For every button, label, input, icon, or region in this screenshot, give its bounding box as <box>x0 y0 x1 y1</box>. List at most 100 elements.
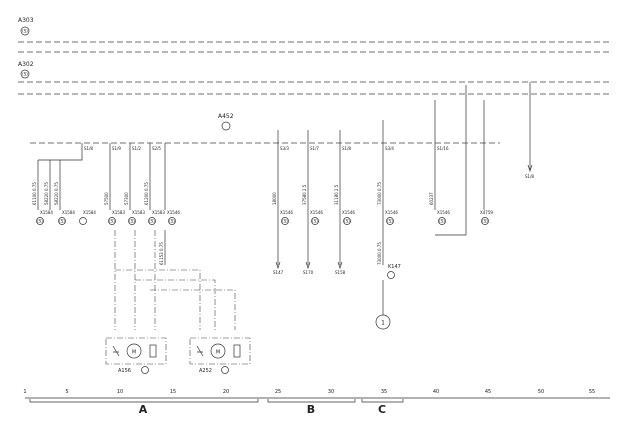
svg-text:40: 40 <box>433 389 439 395</box>
svg-text:35: 35 <box>381 389 387 395</box>
svg-text:45: 45 <box>485 389 491 395</box>
svg-text:A252: A252 <box>199 368 212 374</box>
svg-text:10: 10 <box>117 389 123 395</box>
connector-group: X1584 (S) X1584 (S) X1584 X1583 (S) X158… <box>36 210 493 225</box>
group-label-b: B <box>307 403 315 416</box>
connector-x1583-2: X1583 (S) <box>128 210 145 225</box>
svg-text:S1/8: S1/8 <box>342 146 351 151</box>
svg-text:37580 2.5: 37580 2.5 <box>302 184 307 205</box>
svg-text:X1583: X1583 <box>132 210 145 215</box>
relay-links <box>114 230 236 330</box>
svg-text:57300: 57300 <box>124 192 129 205</box>
svg-text:50: 50 <box>538 389 544 395</box>
svg-text:18000: 18000 <box>272 192 277 205</box>
svg-text:X1583: X1583 <box>112 210 125 215</box>
pin-labels: S1/8 S1/9 S1/2 S2/5 S3/3 S1/7 S1/8 S3/4 … <box>84 146 449 151</box>
svg-text:X1546: X1546 <box>437 210 450 215</box>
module-badge-a452 <box>221 121 231 131</box>
svg-text:S1/8: S1/8 <box>525 174 534 179</box>
module-label-a303: A303 <box>18 17 34 24</box>
svg-text:X1584: X1584 <box>62 210 75 215</box>
connector-x1583-3: X1583 (S) <box>148 210 165 225</box>
svg-text:61153 0.75: 61153 0.75 <box>159 242 164 265</box>
svg-text:(S): (S) <box>482 219 488 224</box>
svg-text:73000 0.75: 73000 0.75 <box>377 182 382 205</box>
svg-text:61200 0.75: 61200 0.75 <box>144 182 149 205</box>
connector-x1546-2: X1546 (S) <box>280 210 293 225</box>
group-label-a: A <box>139 403 148 416</box>
svg-text:X1546: X1546 <box>280 210 293 215</box>
svg-text:57500: 57500 <box>104 192 109 205</box>
reference-marker <box>375 314 391 330</box>
svg-text:S158: S158 <box>335 270 346 275</box>
module-badge-a303-text: (S) <box>22 29 28 34</box>
svg-text:(S): (S) <box>439 219 445 224</box>
svg-text:S3/3: S3/3 <box>280 146 289 151</box>
svg-text:S3/4: S3/4 <box>385 146 394 151</box>
module-label-a302: A302 <box>18 61 34 68</box>
svg-text:S1/16: S1/16 <box>437 146 449 151</box>
svg-text:(S): (S) <box>109 219 115 224</box>
svg-text:X4759: X4759 <box>480 210 493 215</box>
connector-x1546-4: X1546 (S) <box>342 210 355 225</box>
svg-text:55: 55 <box>589 389 595 395</box>
svg-text:1: 1 <box>23 389 26 395</box>
connector-x4759: X4759 (S) <box>480 210 493 225</box>
svg-text:S1/8: S1/8 <box>84 146 93 151</box>
svg-text:S1/7: S1/7 <box>310 146 319 151</box>
wires <box>37 82 531 315</box>
svg-text:73000 0.75: 73000 0.75 <box>377 242 382 265</box>
svg-text:X1546: X1546 <box>167 210 180 215</box>
svg-text:K147: K147 <box>388 264 401 270</box>
svg-text:61100 0.75: 61100 0.75 <box>32 182 37 205</box>
svg-text:(S): (S) <box>59 219 65 224</box>
svg-text:(S): (S) <box>282 219 288 224</box>
unit-a252: M A252 <box>189 337 251 374</box>
connector-x1584-2: X1584 (S) <box>58 210 75 225</box>
group-label-c: C <box>378 403 386 416</box>
svg-text:30: 30 <box>328 389 334 395</box>
module-badge-a303 <box>20 26 30 36</box>
svg-text:(S): (S) <box>149 219 155 224</box>
column-ruler: 1 5 10 15 20 25 30 35 40 45 50 55 A B C <box>23 389 610 416</box>
svg-text:X1546: X1546 <box>385 210 398 215</box>
svg-text:(S): (S) <box>169 219 175 224</box>
svg-text:X1583: X1583 <box>152 210 165 215</box>
connector-x1546-1: X1546 (S) <box>167 210 180 225</box>
svg-text:(S): (S) <box>344 219 350 224</box>
connector-x1546-3: X1546 (S) <box>310 210 323 225</box>
svg-text:(S): (S) <box>387 219 393 224</box>
connector-x1584-3: X1584 <box>79 210 96 225</box>
connector-x1583-1: X1583 (S) <box>108 210 125 225</box>
connector-x1546-6: X1546 (S) <box>437 210 450 225</box>
connector-x1546-5: X1546 (S) <box>385 210 398 225</box>
module-badge-a302-text: (S) <box>22 72 28 77</box>
destinations: S147 S170 S158 S1/8 <box>273 164 534 275</box>
svg-text:25: 25 <box>275 389 281 395</box>
svg-text:S2/5: S2/5 <box>152 146 161 151</box>
svg-text:58220 0.75: 58220 0.75 <box>54 182 59 205</box>
svg-text:X1546: X1546 <box>342 210 355 215</box>
svg-text:5: 5 <box>65 389 68 395</box>
svg-text:60237: 60237 <box>429 192 434 205</box>
svg-text:M: M <box>216 350 220 356</box>
connector-x1584-1: X1584 (S) <box>36 210 53 225</box>
svg-text:(S): (S) <box>312 219 318 224</box>
svg-text:1: 1 <box>381 320 385 327</box>
svg-text:58220 0.75: 58220 0.75 <box>44 182 49 205</box>
svg-text:X1584: X1584 <box>40 210 53 215</box>
svg-text:(S): (S) <box>129 219 135 224</box>
svg-text:A156: A156 <box>118 368 131 374</box>
svg-text:(S): (S) <box>37 219 43 224</box>
svg-text:S1/9: S1/9 <box>112 146 121 151</box>
module-label-a452: A452 <box>218 113 234 120</box>
module-badge-a302 <box>20 69 30 79</box>
svg-text:X1584: X1584 <box>83 210 96 215</box>
svg-text:S147: S147 <box>273 270 284 275</box>
svg-text:M: M <box>132 350 136 356</box>
svg-text:X1546: X1546 <box>310 210 323 215</box>
wire-labels: 61100 0.75 58220 0.75 58220 0.75 57500 5… <box>32 182 434 265</box>
svg-text:31180 2.5: 31180 2.5 <box>334 184 339 205</box>
unit-a156: M A156 <box>105 337 167 374</box>
